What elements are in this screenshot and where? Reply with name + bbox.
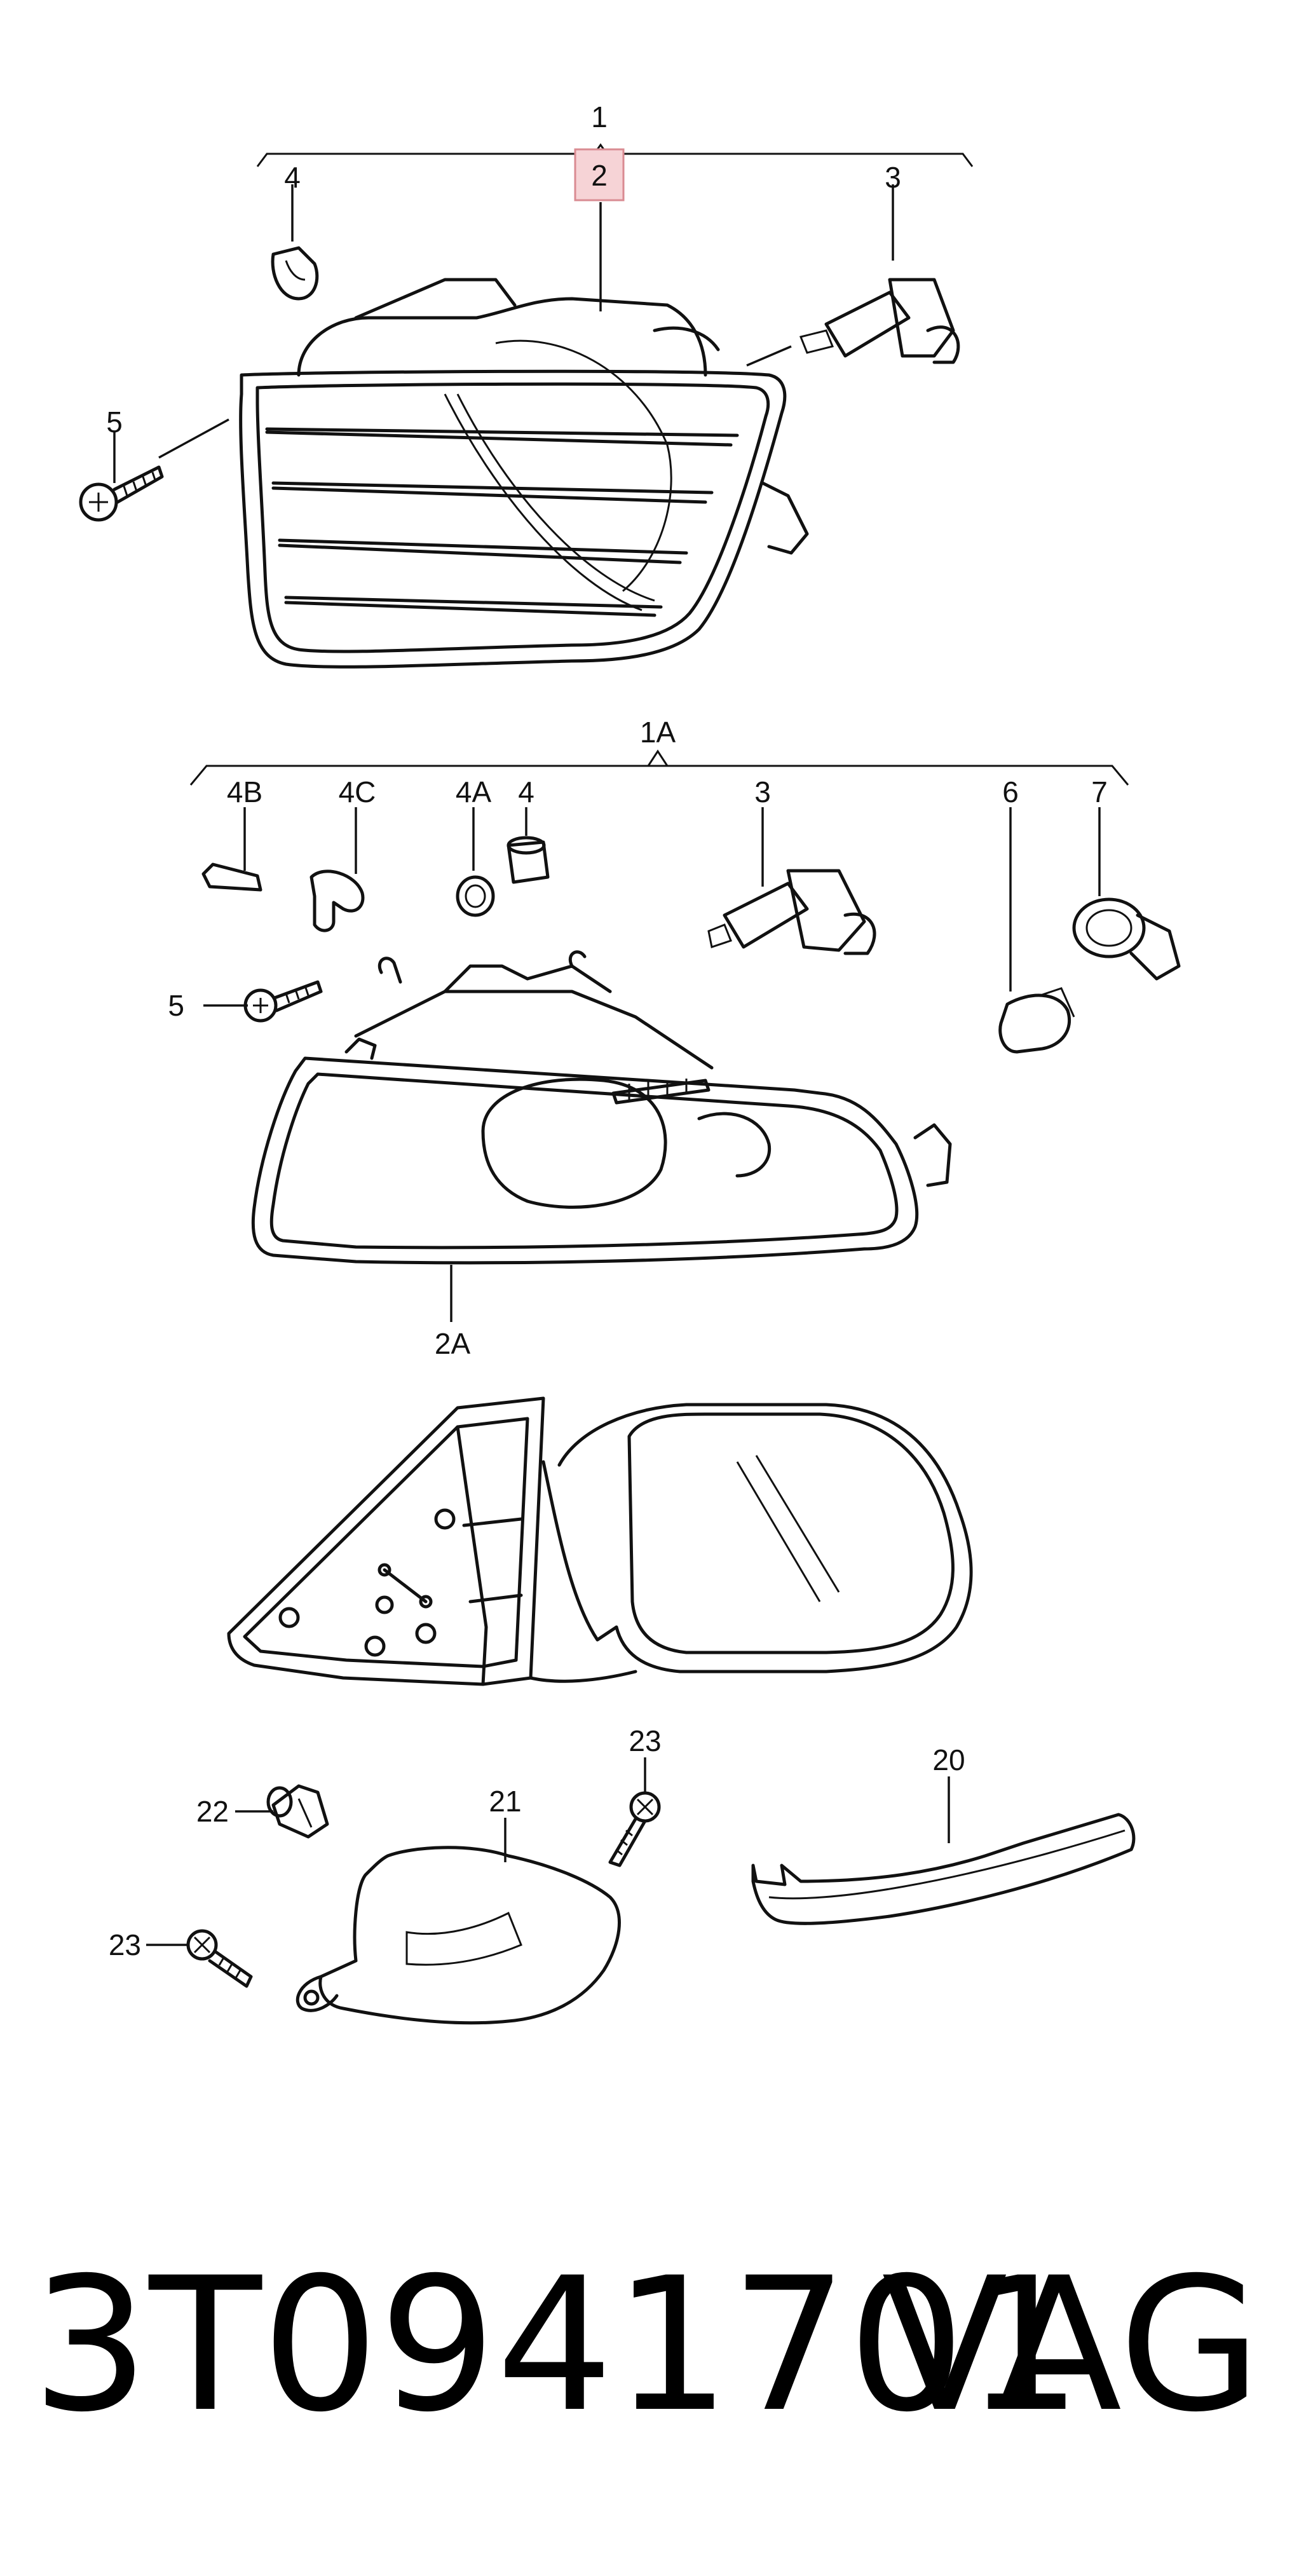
- callout-4C: 4C: [339, 775, 376, 808]
- callout-3-top: 3: [885, 161, 901, 194]
- callout-4-top: 4: [284, 161, 301, 194]
- part-4B: [201, 862, 262, 892]
- part-number-label: 3T0941701: [32, 2239, 1082, 2453]
- assembly-1: [79, 143, 974, 669]
- callout-23-a: 23: [629, 1724, 661, 1757]
- trim-strip-part-20: [751, 1813, 1136, 1925]
- screw-part-23-b: [186, 1929, 253, 1988]
- fog-lamp-housing-2A: [251, 950, 952, 1265]
- clip-part-4: [271, 246, 319, 301]
- brand-label: VAG: [881, 2239, 1262, 2453]
- callout-23-b: 23: [109, 1928, 141, 1961]
- plug-part-22: [266, 1784, 329, 1839]
- callout-21: 21: [489, 1785, 521, 1818]
- callout-2A: 2A: [435, 1327, 471, 1360]
- callout-4A: 4A: [456, 775, 492, 808]
- callout-1A: 1A: [640, 716, 676, 749]
- screw-part-5-top: [79, 465, 164, 522]
- screw-part-5-mid: [243, 980, 323, 1023]
- callout-5-top: 5: [106, 405, 123, 439]
- callout-2-highlight: [574, 148, 625, 201]
- bulb-part-6: [998, 987, 1075, 1054]
- callout-4-mid: 4: [518, 775, 534, 808]
- callout-22: 22: [196, 1795, 229, 1828]
- lower-parts: [146, 1757, 1136, 2025]
- bulb-part-3: [799, 278, 960, 364]
- part-4A: [456, 875, 495, 917]
- part-4C: [309, 869, 365, 932]
- callout-6: 6: [1002, 775, 1019, 808]
- callout-5-mid: 5: [168, 989, 184, 1022]
- side-mirror: [227, 1396, 973, 1686]
- assembly-1A: [189, 749, 1181, 1322]
- callout-20: 20: [932, 1743, 965, 1776]
- bulb-part-3-mid: [707, 869, 876, 955]
- callout-2: 2: [591, 159, 608, 192]
- socket-part-7: [1072, 897, 1181, 981]
- part-4-mid: [507, 836, 550, 884]
- callout-7: 7: [1091, 775, 1108, 808]
- fog-lamp-housing-2: [239, 278, 809, 669]
- bracket-part-21: [318, 1846, 621, 2025]
- callout-4B: 4B: [227, 775, 262, 808]
- screw-part-23-a: [608, 1791, 661, 1867]
- callout-3-mid: 3: [754, 775, 771, 808]
- callout-1: 1: [591, 100, 608, 133]
